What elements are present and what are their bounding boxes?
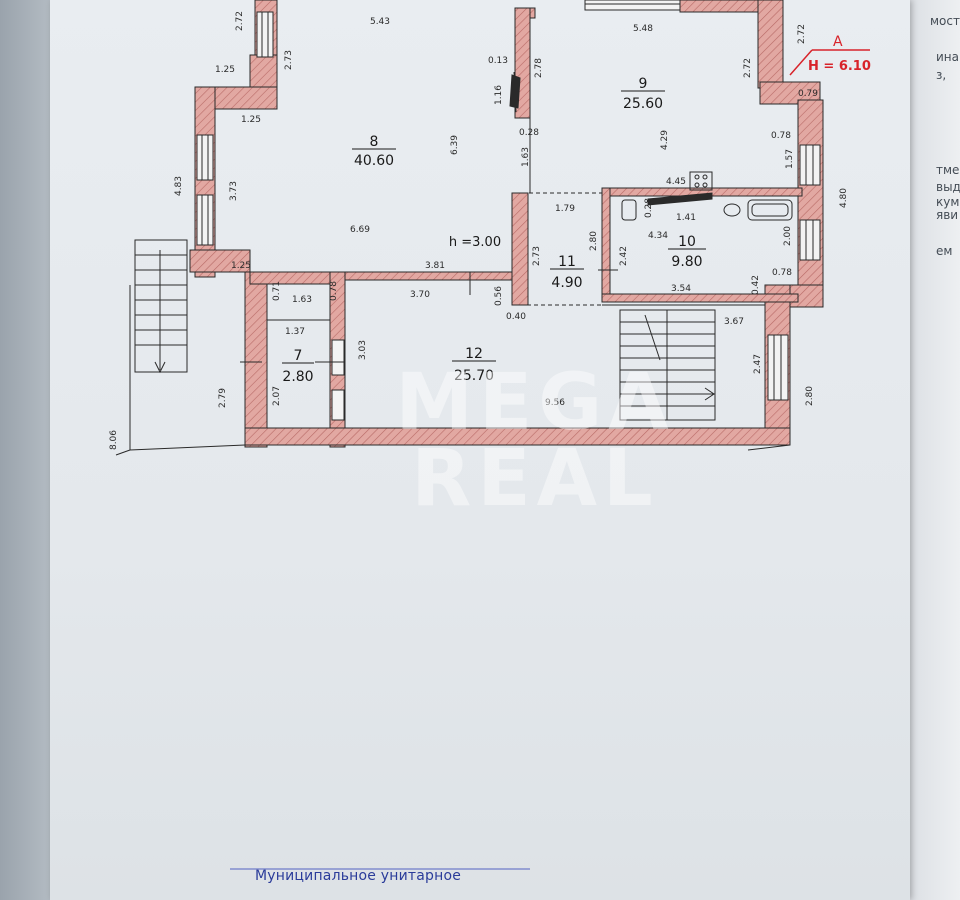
room-labels: 8 40.60 9 25.60 10 9.80 11 4.90 12 25.70… [282, 76, 706, 385]
dimension-labels: 5.43 5.48 2.72 2.72 2.73 2.72 1.25 1.25 … [109, 11, 849, 450]
dimension-label: 0.78 [329, 281, 339, 301]
dimension-label: 1.41 [676, 213, 696, 223]
margin-fragment: кум [936, 195, 960, 209]
toilet-icon [621, 199, 637, 221]
dimension-label: 2.72 [743, 58, 753, 78]
dimension-label: 0.78 [772, 268, 792, 278]
dimension-label: 1.25 [231, 261, 251, 271]
dimension-label: 3.73 [229, 181, 239, 201]
dimension-label: 1.37 [285, 327, 305, 337]
next-page-edge [900, 0, 960, 900]
dimension-label: 1.16 [494, 85, 504, 105]
floor-plan: A H = 6.10 8 40.60 9 25.60 10 9.80 11 4.… [109, 0, 871, 456]
room-number-7: 7 [294, 348, 303, 364]
dimension-label: 5.43 [370, 17, 390, 27]
room-number-12: 12 [465, 346, 483, 362]
dimension-label: 2.79 [218, 388, 228, 408]
bathtub-icon [747, 199, 793, 221]
outer-stairs [134, 239, 188, 374]
dimension-label: 0.78 [771, 131, 791, 141]
dimension-label: 0.28 [644, 198, 654, 218]
margin-fragment: ем [936, 244, 953, 258]
dimension-label: 2.73 [284, 50, 294, 70]
dimension-label: 3.54 [671, 284, 691, 294]
room-area-9: 25.60 [623, 96, 663, 112]
dimension-label: 1.25 [241, 115, 261, 125]
dimension-label: 0.42 [751, 275, 761, 295]
watermark: MEGA REAL [360, 358, 710, 524]
dimension-label: 9.56 [545, 398, 565, 408]
dimension-label: 2.72 [797, 24, 807, 44]
room-area-12: 25.70 [454, 368, 494, 384]
room-number-9: 9 [639, 76, 648, 92]
stamp-text: Муниципальное унитарное [255, 868, 462, 884]
dimension-label: 0.13 [488, 56, 508, 66]
margin-fragment: яви [936, 208, 959, 222]
room-area-7: 2.80 [282, 369, 313, 385]
dimension-label: 0.71 [272, 281, 282, 301]
stove-icon [689, 171, 713, 191]
dimension-label: 2.00 [783, 226, 793, 246]
margin-fragment: выд [936, 180, 960, 194]
ceiling-height: h =3.00 [449, 235, 501, 250]
dimension-label: 3.67 [724, 317, 744, 327]
dimension-label: 1.25 [215, 65, 235, 75]
dimension-label: 4.45 [666, 177, 686, 187]
dimension-label: 1.63 [521, 147, 531, 167]
windows [196, 0, 821, 421]
margin-fragment: з, [936, 68, 947, 82]
dimension-label: 2.80 [805, 386, 815, 406]
dimension-label: 2.72 [235, 11, 245, 31]
margin-fragment: ина [936, 50, 959, 64]
room-number-8: 8 [370, 134, 379, 150]
dimension-label: 0.56 [494, 286, 504, 306]
dimension-label: 1.79 [555, 204, 575, 214]
dimension-label: 2.42 [619, 246, 629, 266]
sink-icon [723, 203, 741, 217]
stamp-line [230, 868, 530, 870]
margin-fragment: тме [936, 163, 960, 177]
dimension-label: 4.34 [648, 231, 668, 241]
dimension-label: 8.06 [109, 430, 119, 450]
margin-fragment: мост [930, 14, 960, 28]
dimension-label: 2.47 [753, 354, 763, 374]
inner-stairs [619, 309, 716, 421]
dimension-label: 6.39 [450, 135, 460, 155]
dimension-label: 0.40 [506, 312, 526, 322]
dimension-label: 1.57 [785, 149, 795, 169]
fixtures [509, 71, 793, 221]
dimension-label: 1.63 [292, 295, 312, 305]
dimension-label: 2.73 [532, 246, 542, 266]
dimension-label: 0.28 [519, 128, 539, 138]
dimension-label: 2.78 [534, 58, 544, 78]
dimension-label: 2.07 [272, 386, 282, 406]
room-number-11: 11 [558, 254, 576, 270]
watermark-line-1: MEGA [395, 358, 675, 448]
dimension-label: 6.69 [350, 225, 370, 235]
dimension-label: 3.03 [358, 340, 368, 360]
dimension-label: 0.79 [798, 89, 818, 99]
dimension-label: 4.29 [660, 130, 670, 150]
room-area-11: 4.90 [551, 275, 582, 291]
room-area-8: 40.60 [354, 153, 394, 169]
room-lines [115, 118, 791, 456]
dimension-label: 3.81 [425, 261, 445, 271]
dimension-label: 3.70 [410, 290, 430, 300]
elevation-marker: A H = 6.10 [789, 34, 871, 76]
dimension-label: 5.48 [633, 24, 653, 34]
room-number-10: 10 [678, 234, 696, 250]
watermark-line-2: REAL [411, 434, 659, 524]
dimension-label: 2.80 [589, 231, 599, 251]
marker-label: A [833, 34, 843, 50]
dimension-label: 4.80 [839, 188, 849, 208]
document-page: A H = 6.10 8 40.60 9 25.60 10 9.80 11 4.… [50, 0, 910, 900]
room-area-10: 9.80 [671, 254, 702, 270]
marker-height: H = 6.10 [808, 59, 871, 74]
counter-icon [647, 192, 713, 206]
dimension-label: 4.83 [174, 176, 184, 196]
